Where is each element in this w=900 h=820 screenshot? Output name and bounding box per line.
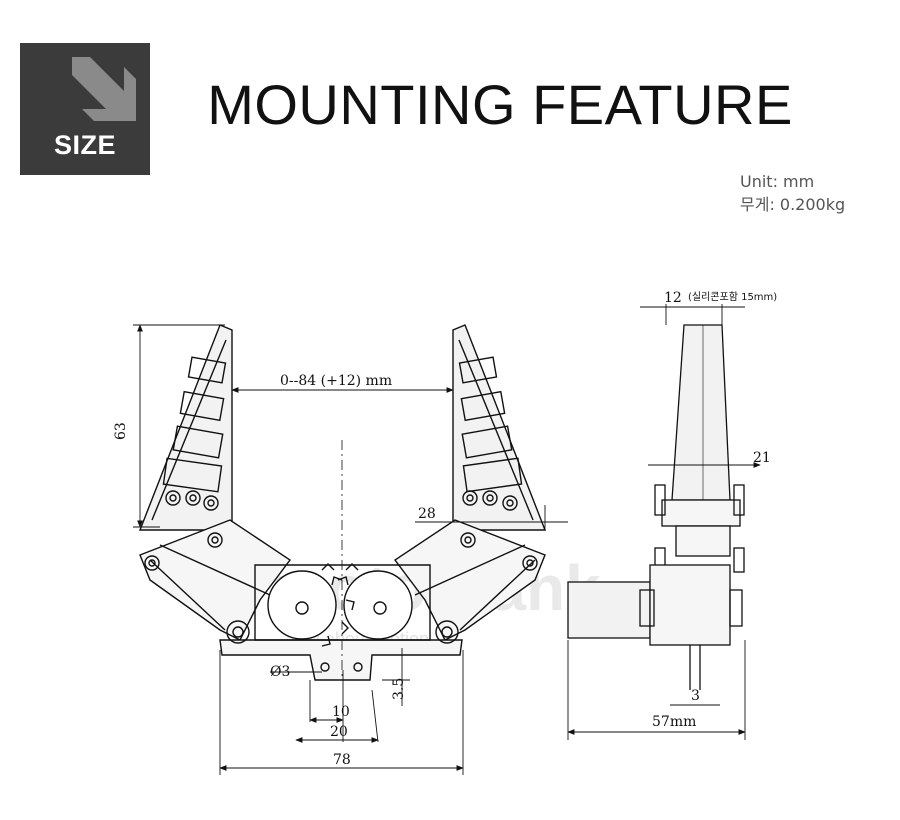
arrow-down-right-icon xyxy=(72,57,136,121)
dim-side-3: 3 xyxy=(691,688,700,704)
dim-side-width: 12 xyxy=(664,290,682,306)
dim-jaw-offset: 28 xyxy=(418,506,436,522)
dim-hole-spacing-2: 20 xyxy=(330,724,348,740)
dim-height: 63 xyxy=(113,422,129,440)
size-badge: SIZE xyxy=(20,43,150,175)
spec-block: Unit: mm 무게: 0.200kg xyxy=(740,170,890,216)
unit-label: Unit: mm xyxy=(740,172,815,191)
dim-side-depth: 57mm xyxy=(652,714,696,730)
side-view xyxy=(567,324,745,690)
dim-hole-dia: Ø3 xyxy=(270,664,290,680)
page-title: MOUNTING FEATURE xyxy=(207,73,793,136)
dim-opening: 0--84 (+12) mm xyxy=(280,373,392,389)
dim-side-note: (실리콘포함 15mm) xyxy=(688,291,777,303)
dim-side-21: 21 xyxy=(753,450,771,466)
dim-hole-spacing-1: 10 xyxy=(332,704,350,720)
dim-base-width: 78 xyxy=(333,752,351,768)
dim-hole-offset: 3.5 xyxy=(391,678,407,700)
weight-label: 무게: 0.200kg xyxy=(740,195,846,214)
badge-label: SIZE xyxy=(53,130,116,160)
front-view xyxy=(138,324,547,681)
